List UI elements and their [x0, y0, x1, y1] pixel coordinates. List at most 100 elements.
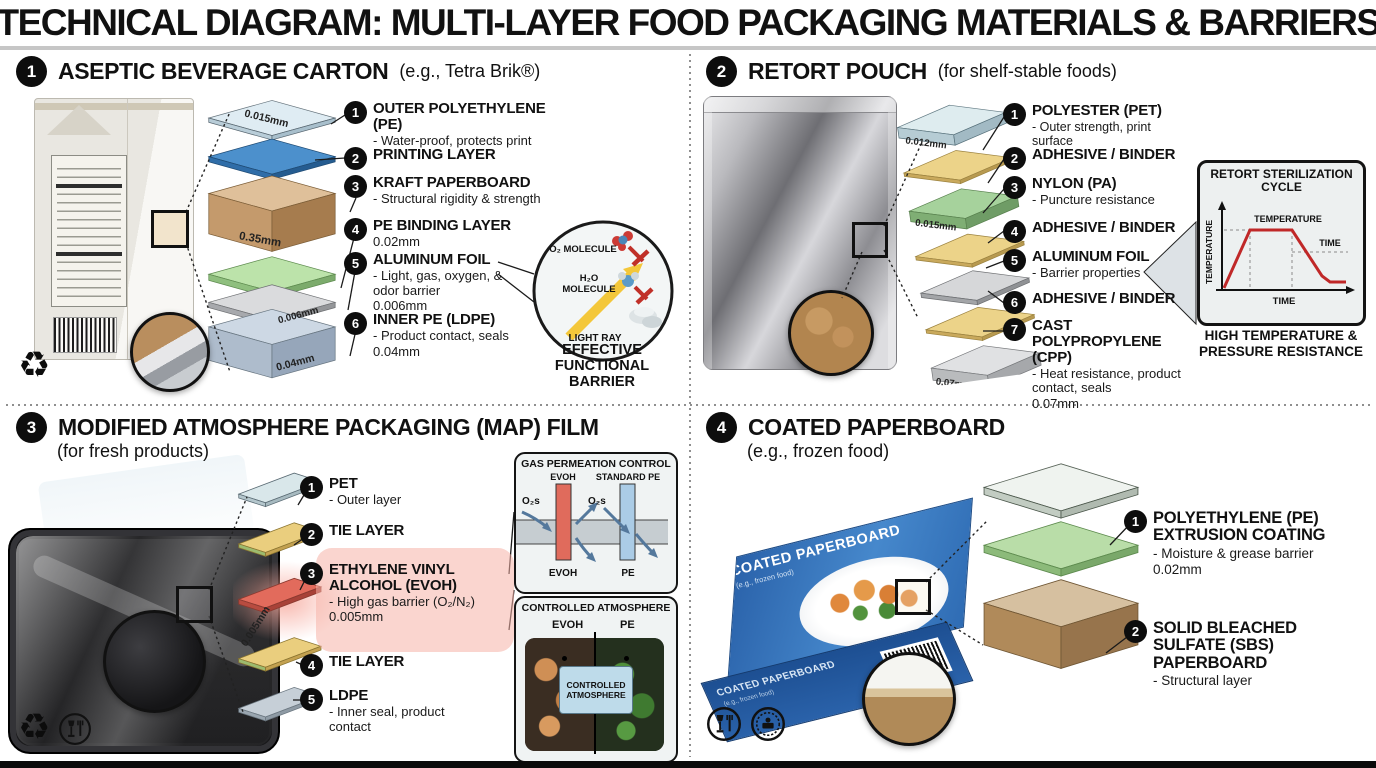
layer-number-badge: 4 — [300, 654, 323, 677]
footer-bar — [0, 761, 1376, 768]
retort-inset-caption: HIGH TEMPERATURE & PRESSURE RESISTANCE — [1198, 328, 1364, 359]
section-4-header: 4 COATED PAPERBOARD — [706, 412, 1005, 443]
layer-number-badge: 2 — [300, 523, 323, 546]
map-layer-5: 5 LDPE - Inner seal, product contact — [300, 688, 475, 734]
paperboard-layer-2: 2 SOLID BLEACHED SULFATE (SBS) PAPERBOAR… — [1124, 619, 1372, 689]
carton-nutrition-label — [51, 155, 127, 307]
layer-number-badge: 7 — [1003, 318, 1026, 341]
section-1-number-badge: 1 — [16, 56, 47, 87]
section-3-number-badge: 3 — [16, 412, 47, 443]
layer-number-badge: 4 — [344, 218, 367, 241]
pouch-thickness-nylon: 0.015mm — [915, 218, 957, 234]
carton-crosssection-magnifier — [130, 312, 210, 392]
carton-barcode — [53, 317, 117, 353]
carton-fold-line — [126, 99, 129, 359]
pouch-layer-7: 7 CAST POLYPROPYLENE (CPP) - Heat resist… — [1003, 318, 1185, 412]
recycle-icon: ♻ — [18, 707, 51, 748]
h2o-label-2: MOLECULE — [562, 284, 615, 295]
pouch-layer-4: 4 ADHESIVE / BINDER — [1003, 220, 1183, 243]
section-3-subtitle: (for fresh products) — [57, 441, 210, 461]
nutrition-text-lines — [57, 161, 121, 301]
controlled-atmosphere-inset: CONTROLLED ATMOSPHERE EVOH PE CONTROLLED… — [514, 596, 678, 763]
map-layer-3-evoh: 3 ETHYLENE VINYL ALCOHOL (EVOH) - High g… — [300, 562, 496, 625]
layer-number-badge: 6 — [1003, 291, 1026, 314]
gas-permeation-graphic: EVOH STANDARD PE O₂s O₂s EVOH PE — [516, 472, 668, 579]
food-safe-icon — [59, 713, 91, 745]
section-3-title: MODIFIED ATMOSPHERE PACKAGING (MAP) FILM — [58, 414, 599, 440]
ca-center-label: CONTROLLED ATMOSPHERE — [559, 666, 633, 714]
evoh-bottom-label: EVOH — [549, 568, 577, 579]
paperboard-layer-stack — [982, 463, 1140, 669]
pe-bar — [619, 483, 636, 561]
map-layer-4: 4 TIE LAYER — [300, 654, 496, 677]
layer-number-badge: 6 — [344, 312, 367, 335]
standard-pe-label: STANDARD PE — [596, 472, 660, 482]
retort-plateau-label: TEMPERATURE — [1254, 214, 1322, 224]
tray-zoom-square — [176, 586, 213, 623]
section-2-title: RETORT POUCH — [748, 58, 927, 84]
section-1-header: 1 ASEPTIC BEVERAGE CARTON (e.g., Tetra B… — [16, 56, 540, 87]
section-4-title: COATED PAPERBOARD — [748, 414, 1005, 440]
barrier-inset-caption: EFFECTIVE FUNCTIONAL BARRIER — [554, 342, 650, 391]
evoh-bar — [555, 483, 572, 561]
page-title: TECHNICAL DIAGRAM: MULTI-LAYER FOOD PACK… — [0, 0, 1376, 50]
map-layer-1: 1 PET - Outer layer — [300, 476, 496, 508]
pouch-layer-3: 3 NYLON (PA) - Puncture resistance — [1003, 176, 1183, 208]
layer-number-badge: 1 — [344, 101, 367, 124]
box-zoom-square — [895, 579, 931, 615]
layer-number-badge: 5 — [344, 252, 367, 275]
light-ray-arrow — [565, 271, 635, 341]
layer-number-badge: 5 — [1003, 249, 1026, 272]
o2-molecule-label: O₂ MOLECULE — [549, 244, 617, 255]
layer-number-badge: 5 — [300, 688, 323, 711]
pouch-crosssection-magnifier — [788, 290, 874, 376]
section-2-number-badge: 2 — [706, 56, 737, 87]
carton-top-seam — [35, 103, 193, 110]
layer-number-badge: 1 — [1124, 510, 1147, 533]
section-3-header: 3 MODIFIED ATMOSPHERE PACKAGING (MAP) FI… — [16, 412, 599, 443]
carton-layer-stack: 0.015mm 0.35mm 0.006mm 0.04mm — [207, 100, 337, 379]
layer-number-badge: 3 — [344, 175, 367, 198]
pouch-layer-6: 6 ADHESIVE / BINDER — [1003, 291, 1183, 314]
retort-temperature-curve — [1222, 228, 1346, 289]
ca-pe-label: PE — [620, 619, 635, 631]
gas-permeation-inset: GAS PERMEATION CONTROL EVOH ST — [514, 452, 678, 594]
recycle-icon: ♻ — [18, 345, 51, 386]
layer-number-badge: 4 — [1003, 220, 1026, 243]
retort-ylabel: TEMPERATURE — [1204, 220, 1214, 284]
map-layer-2: 2 TIE LAYER — [300, 523, 496, 546]
layer-number-badge: 1 — [300, 476, 323, 499]
o2-molecule-icon — [612, 231, 633, 251]
retort-cycle-chart: TEMPERATURE TEMPERATURE TIME TIME — [1204, 201, 1355, 307]
pouch-layer-2: 2 ADHESIVE / BINDER — [1003, 147, 1183, 170]
evoh-top-label: EVOH — [550, 472, 576, 482]
pouch-layer-1: 1 POLYESTER (PET) - Outer strength, prin… — [1003, 103, 1183, 148]
ca-evoh-label: EVOH — [552, 619, 584, 631]
section-2-subtitle: (for shelf-stable foods) — [937, 61, 1117, 81]
section-1-subtitle: (e.g., Tetra Brik®) — [399, 61, 541, 81]
food-safe-icon — [707, 707, 741, 741]
carton-layer-4: 4 PE BINDING LAYER 0.02mm — [344, 218, 564, 250]
carton-layer-3: 3 KRAFT PAPERBOARD - Structural rigidity… — [344, 175, 564, 207]
o2s-right-label: O₂s — [588, 496, 606, 507]
cloud-icon — [629, 307, 662, 328]
section-1-title: ASEPTIC BEVERAGE CARTON — [58, 58, 389, 84]
carton-layer-6: 6 INNER PE (LDPE) - Product contact, sea… — [344, 312, 529, 359]
box-crosssection-magnifier — [862, 652, 956, 746]
layer-number-badge: 2 — [1124, 620, 1147, 643]
light-ray-label: LIGHT RAY — [569, 333, 622, 344]
retort-cycle-inset: RETORT STERILIZATION CYCLE TEMPERATURE T… — [1197, 160, 1366, 326]
tray-crosssection-magnifier — [103, 610, 206, 713]
retort-xlabel: TIME — [1273, 296, 1296, 307]
carton-layer-2: 2 PRINTING LAYER — [344, 147, 564, 170]
gas-permeation-title: GAS PERMEATION CONTROL — [521, 458, 671, 470]
layer-number-badge: 2 — [1003, 147, 1026, 170]
carton-zoom-square — [151, 210, 189, 248]
layer-number-badge: 2 — [344, 147, 367, 170]
layer-number-badge: 1 — [1003, 103, 1026, 126]
functional-barrier-inset: O₂ MOLECULE H₂O MOLECULE LIGHT RAY — [532, 220, 674, 362]
section-2-header: 2 RETORT POUCH (for shelf-stable foods) — [706, 56, 1117, 87]
pe-bottom-label: PE — [621, 568, 635, 579]
carton-layer-1: 1 OUTER POLYETHYLENE (PE) - Water-proof,… — [344, 101, 564, 148]
